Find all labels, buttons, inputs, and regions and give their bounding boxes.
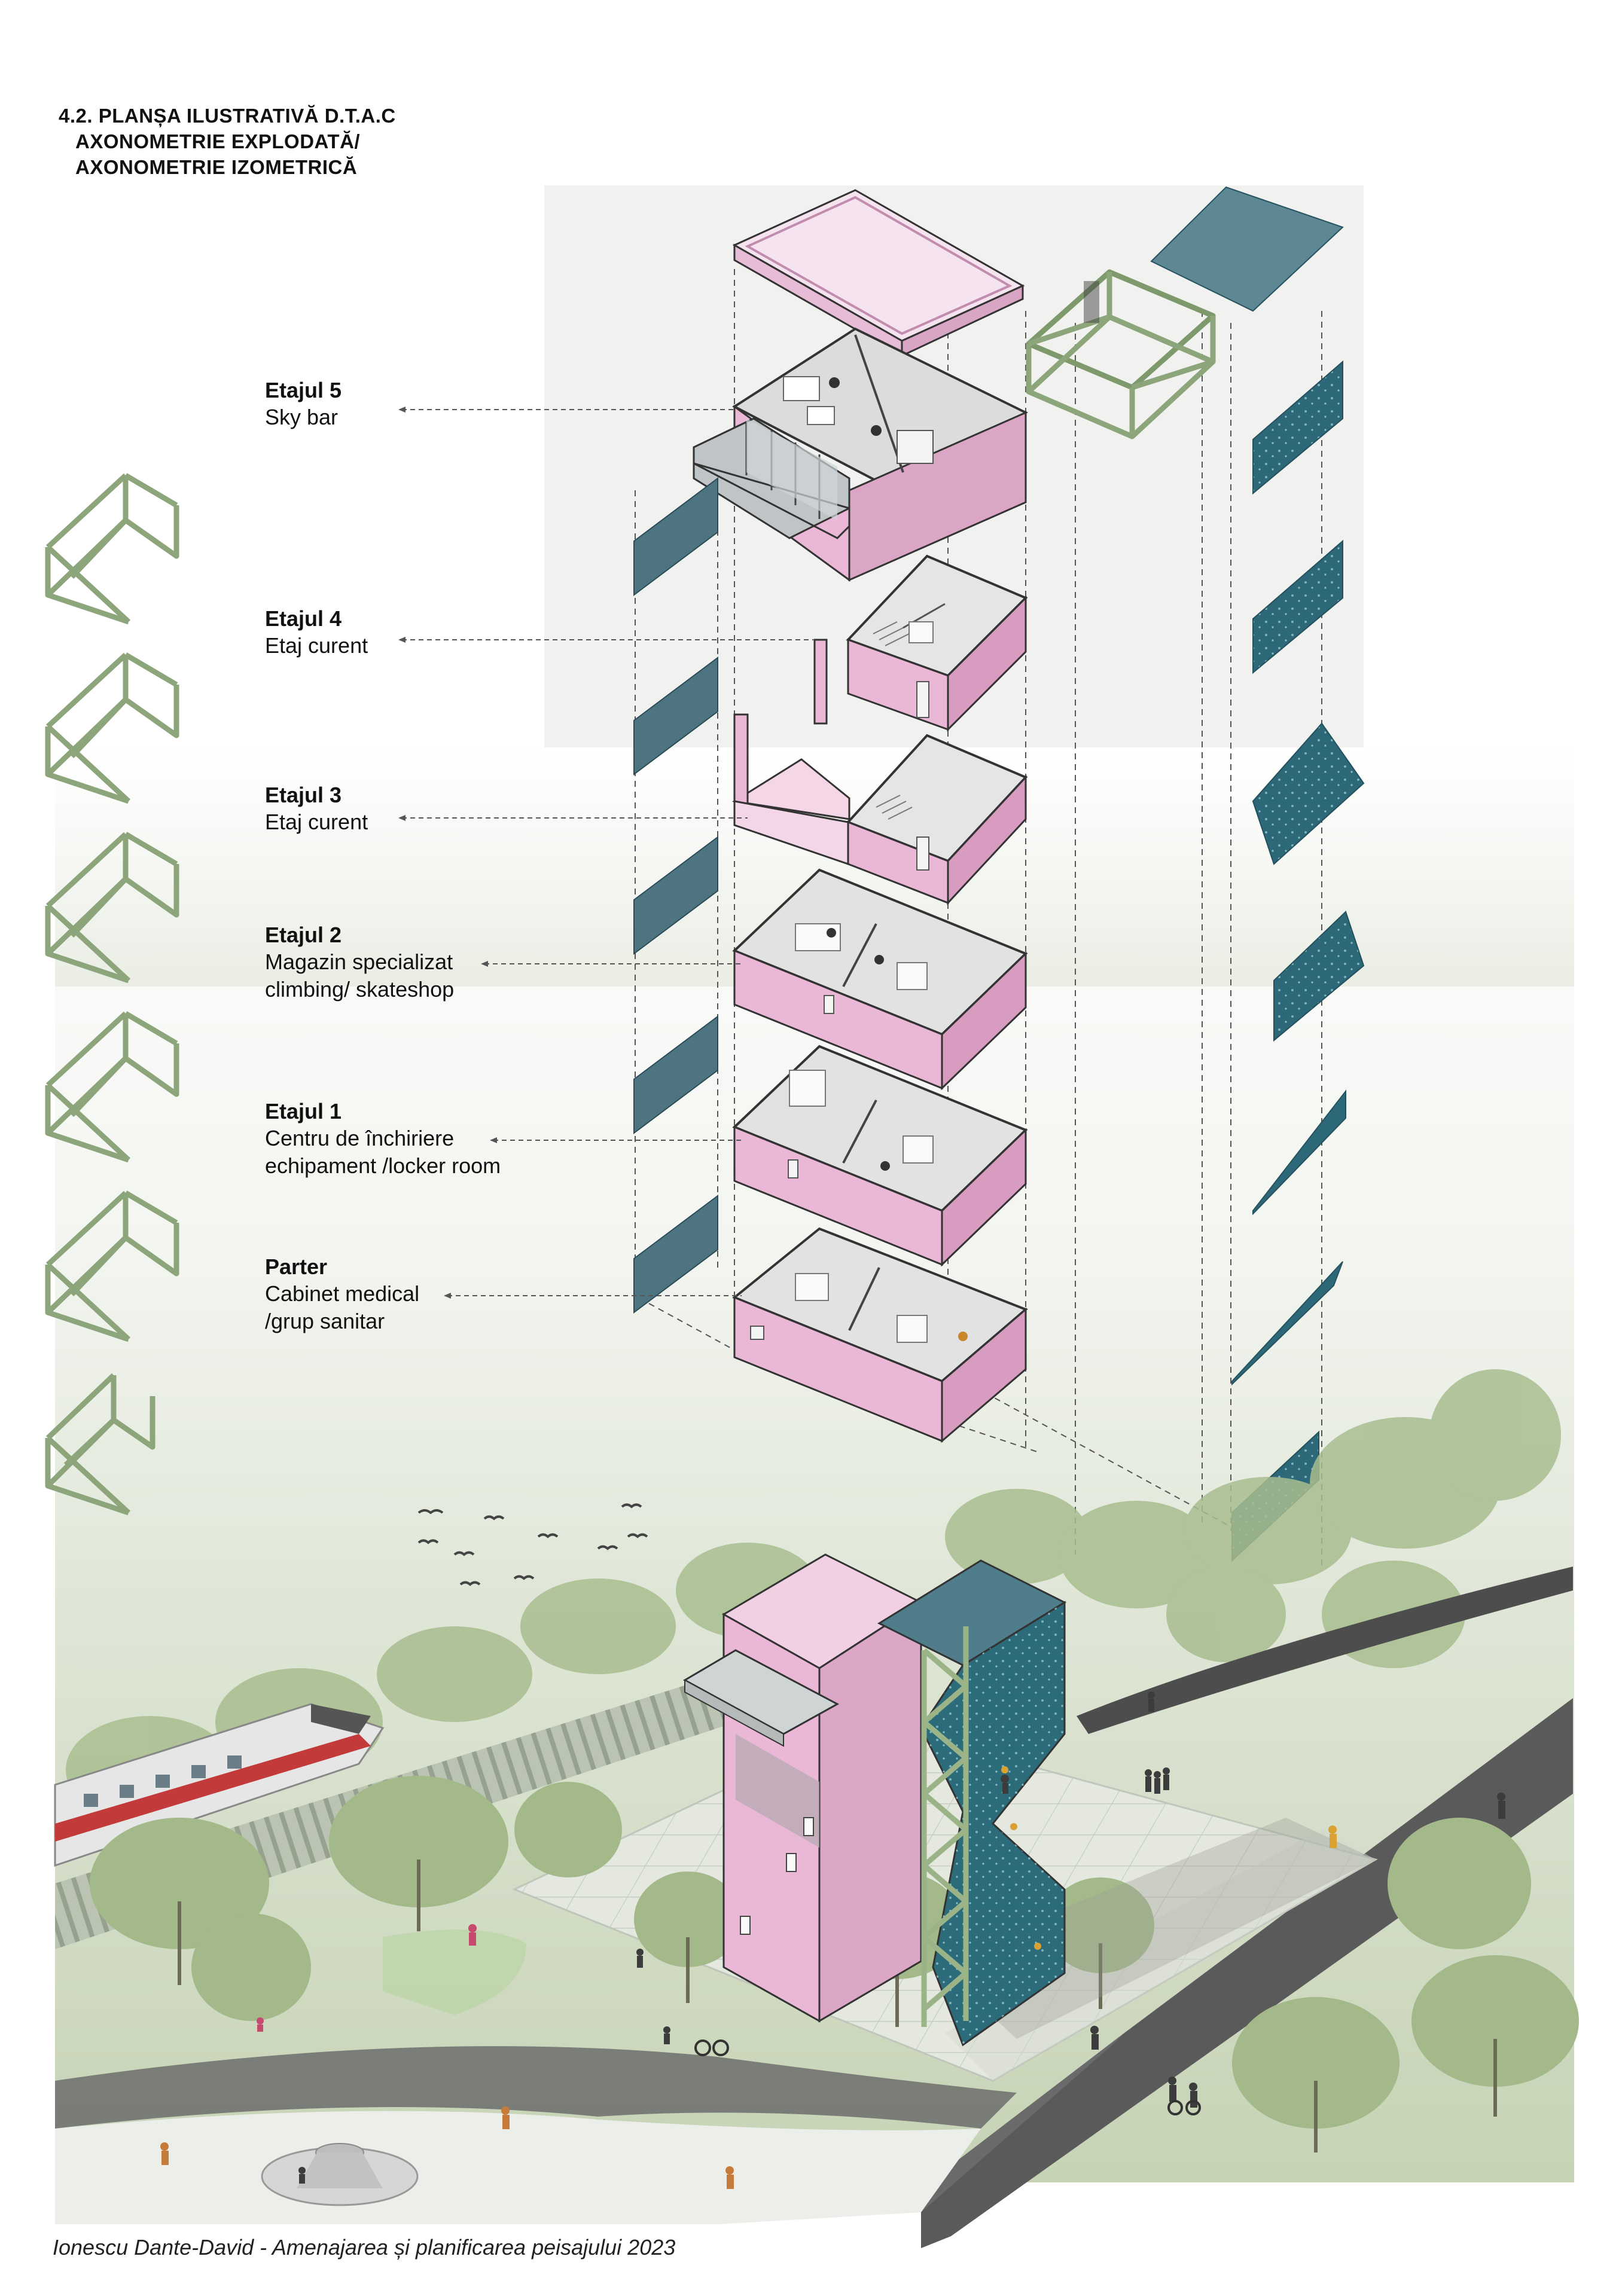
floor-description: Magazin specializat <box>265 949 453 974</box>
floor-3-block <box>731 713 1028 905</box>
floor-name: Etajul 2 <box>265 923 342 947</box>
label-leaders <box>402 409 813 1296</box>
floor-description: Centru de închiriere <box>265 1126 455 1150</box>
sheet-title-line-3: AXONOMETRIE IZOMETRICĂ <box>75 156 358 178</box>
green-truss-frames <box>45 269 1216 1516</box>
floor-name: Etajul 1 <box>265 1099 342 1123</box>
floor-description: Cabinet medical <box>265 1281 420 1306</box>
floor-1-block <box>732 1045 1028 1267</box>
floor-2-block <box>732 868 1028 1091</box>
floor-name: Etajul 4 <box>265 606 342 631</box>
floor-4-block <box>813 554 1028 732</box>
footer-credit: Ionescu Dante-David - Amenajarea și plan… <box>53 2235 676 2260</box>
floor-description-line-2: /grup sanitar <box>265 1309 385 1333</box>
train-icon <box>54 1703 385 1867</box>
bird-icon <box>417 1503 648 1586</box>
floor-name: Parter <box>265 1254 328 1279</box>
floor-label-etaj-3: Etajul 3 Etaj curent <box>265 782 368 836</box>
roof-slab <box>732 189 1025 358</box>
floor-description: Etaj curent <box>265 633 368 658</box>
landscape-scene <box>54 1369 1579 2248</box>
cyclist-icon <box>694 2039 1201 2115</box>
sheet-title-line-1: 4.2. PLANȘA ILUSTRATIVĂ D.T.A.C <box>59 105 396 127</box>
floor-name: Etajul 5 <box>265 378 342 402</box>
ground-floor-block <box>732 1227 1028 1443</box>
floor-description: Sky bar <box>265 405 339 429</box>
climbing-wall-panels <box>1150 186 1365 1562</box>
floor-description: Etaj curent <box>265 810 368 834</box>
floor-5-block <box>693 327 1028 582</box>
tower-icon <box>682 1553 1376 2047</box>
floor-label-etaj-1: Etajul 1 Centru de închiriere echipament… <box>265 1098 501 1180</box>
floor-label-parter: Parter Cabinet medical /grup sanitar <box>265 1254 419 1335</box>
person-icon <box>160 1692 1505 2189</box>
sheet-title-line-2: AXONOMETRIE EXPLODATĂ/ <box>75 130 361 152</box>
sheet-title: 4.2. PLANȘA ILUSTRATIVĂ D.T.A.C AXONOMET… <box>59 103 396 180</box>
exploded-axonometry <box>45 186 1365 1567</box>
floor-label-etaj-2: Etajul 2 Magazin specializat climbing/ s… <box>265 922 454 1003</box>
floor-name: Etajul 3 <box>265 783 342 807</box>
floor-description-line-2: climbing/ skateshop <box>265 977 455 1002</box>
left-facade-panels <box>633 477 718 1314</box>
floor-label-etaj-4: Etajul 4 Etaj curent <box>265 606 368 660</box>
floor-label-etaj-5: Etajul 5 Sky bar <box>265 377 342 431</box>
skatebowl-icon <box>261 2143 419 2206</box>
floor-description-line-2: echipament /locker room <box>265 1153 501 1178</box>
